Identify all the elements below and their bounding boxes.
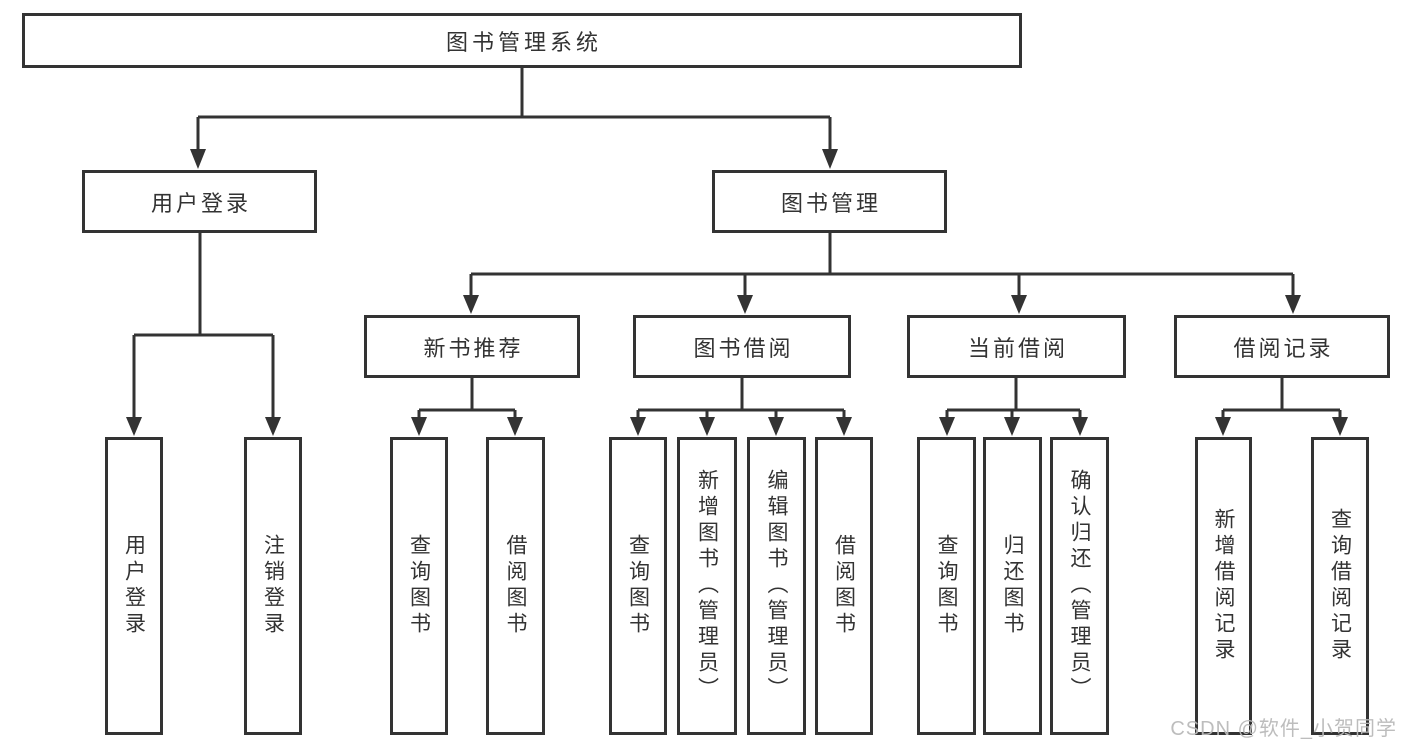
node-book-management: 图书管理 [712, 170, 947, 233]
leaf-query-books-current: 查询图书 [917, 437, 976, 735]
leaf-confirm-return-admin: 确认归还（管理员） [1050, 437, 1109, 735]
node-label: 借阅记录 [1233, 335, 1334, 361]
leaf-borrow-books-borrowing: 借阅图书 [815, 437, 873, 735]
leaf-query-borrow-record: 查询借阅记录 [1311, 437, 1369, 735]
watermark: CSDN @软件_小贺同学 [1170, 718, 1397, 740]
leaf-user-login: 用户登录 [105, 437, 163, 735]
leaf-logout: 注销登录 [244, 437, 302, 735]
node-label: 用户登录 [150, 190, 251, 216]
node-label: 新书推荐 [423, 335, 524, 361]
leaf-query-books-borrowing: 查询图书 [609, 437, 667, 735]
leaf-edit-books-admin: 编辑图书（管理员） [747, 437, 806, 735]
leaf-query-books-recommend: 查询图书 [390, 437, 448, 735]
node-new-book-recommend: 新书推荐 [364, 315, 580, 378]
node-label: 当前借阅 [967, 335, 1068, 361]
root-label: 图书管理系统 [445, 29, 602, 55]
node-root: 图书管理系统 [22, 13, 1022, 68]
leaf-add-books-admin: 新增图书（管理员） [677, 437, 737, 735]
node-label: 图书管理 [780, 190, 881, 216]
node-borrowing-records: 借阅记录 [1174, 315, 1390, 378]
leaf-add-borrow-record: 新增借阅记录 [1195, 437, 1252, 735]
node-label: 图书借阅 [693, 335, 794, 361]
leaf-borrow-books-recommend: 借阅图书 [486, 437, 545, 735]
node-book-borrowing: 图书借阅 [633, 315, 851, 378]
node-user-login-group: 用户登录 [82, 170, 317, 233]
arrowheads [126, 149, 1348, 436]
leaf-return-books: 归还图书 [983, 437, 1042, 735]
node-current-borrowing: 当前借阅 [907, 315, 1126, 378]
